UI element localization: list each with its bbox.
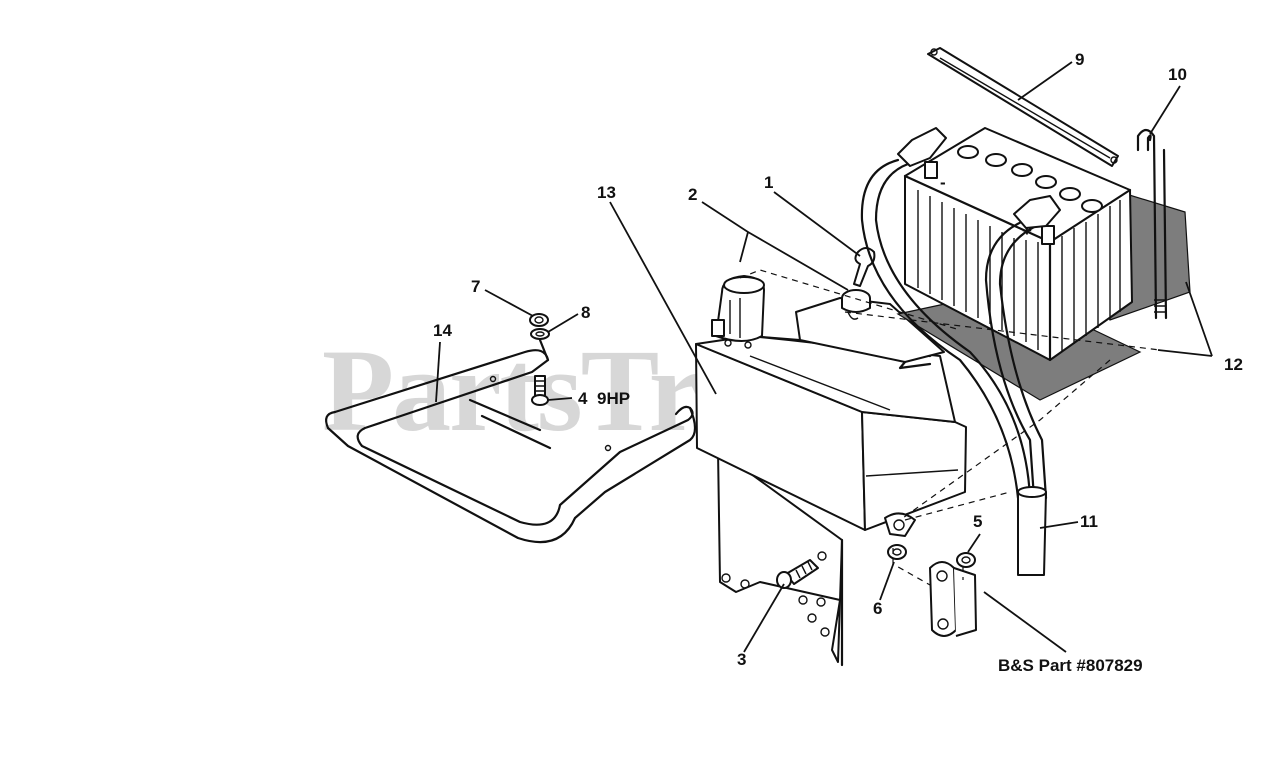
handle-bar-part-14 (325, 338, 697, 544)
label-10: 10 (1168, 65, 1187, 84)
nut-part-7 (529, 313, 549, 327)
label-3: 3 (737, 650, 746, 669)
leader-lines (435, 61, 1213, 653)
label-11: 11 (1080, 512, 1098, 531)
label-5: 5 (973, 512, 982, 531)
mounting-bracket-807829 (929, 561, 977, 637)
label-8: 8 (581, 303, 590, 322)
bolt-part-3 (776, 559, 819, 589)
label-6: 6 (873, 599, 882, 618)
ignition-switch-part-2 (841, 289, 871, 320)
nut-part-5 (956, 552, 976, 568)
bolt-part-4 (531, 375, 549, 406)
label-4-9hp-note: 9HP (597, 389, 630, 408)
label-12: 12 (1224, 355, 1243, 374)
label-14: 14 (433, 321, 452, 340)
callout-labels: 1 2 3 4 9HP 5 6 7 8 9 10 11 12 13 14 B&S… (433, 50, 1243, 675)
label-2: 2 (688, 185, 697, 204)
part-number-note: B&S Part #807829 (998, 656, 1143, 675)
washer-part-8 (530, 328, 550, 340)
label-13: 13 (597, 183, 616, 202)
hold-down-bar-part-9 (927, 47, 1119, 167)
battery-cables-part-11 (860, 127, 1061, 576)
hold-down-bolt-part-10 (1136, 128, 1168, 320)
label-7: 7 (471, 277, 480, 296)
battery: - + (896, 127, 1191, 401)
label-1: 1 (764, 173, 773, 192)
svg-text:-: - (940, 173, 946, 192)
nut-part-6 (887, 544, 907, 560)
battery-tray-part-13 (695, 297, 967, 667)
solenoid-part-2 (711, 275, 765, 349)
label-4: 4 (578, 389, 588, 408)
label-9: 9 (1075, 50, 1084, 69)
